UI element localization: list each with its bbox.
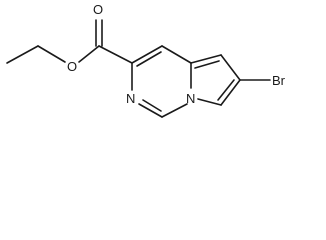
bond-pyrrole-c6-c7-inner — [217, 79, 235, 101]
bond-ring-c1-n2 — [138, 103, 163, 118]
bonds — [6, 19, 271, 118]
atom-bridgehead-nitrogen: N — [186, 91, 195, 106]
bond-pyrrole-c5-c6 — [220, 54, 241, 81]
bond-ring-n-c1 — [161, 103, 188, 118]
atom-bromine: Br — [272, 73, 286, 88]
bond-ring-c1-n2-inner — [142, 99, 162, 112]
atom-ester-oxygen: O — [67, 59, 77, 74]
bond-pyrrole-c7-n — [197, 98, 222, 106]
bond-ethyl-ch3-ch2 — [6, 45, 39, 64]
atom-labels: O O N N Br — [67, 2, 286, 106]
bond-carbonyl-to-ring — [98, 45, 133, 64]
bond-ethyl-ch2-oxygen — [37, 45, 66, 63]
atom-ring-nitrogen: N — [126, 91, 135, 106]
bond-pyrrole-c4a-c5-inner — [194, 60, 220, 69]
bond-pyrrole-c4a-c5 — [190, 54, 222, 64]
bond-pyrrole-c6-c7 — [220, 79, 241, 106]
bond-ring-c3-c4-inner — [136, 51, 162, 67]
atom-carbonyl-oxygen: O — [93, 2, 103, 17]
bond-ring-c3-c4 — [131, 45, 163, 64]
structure-diagram: O O N N Br — [6, 2, 286, 118]
bond-oxygen-carbonyl-carbon — [78, 45, 100, 63]
bond-ring-c4-c4a — [161, 45, 192, 64]
